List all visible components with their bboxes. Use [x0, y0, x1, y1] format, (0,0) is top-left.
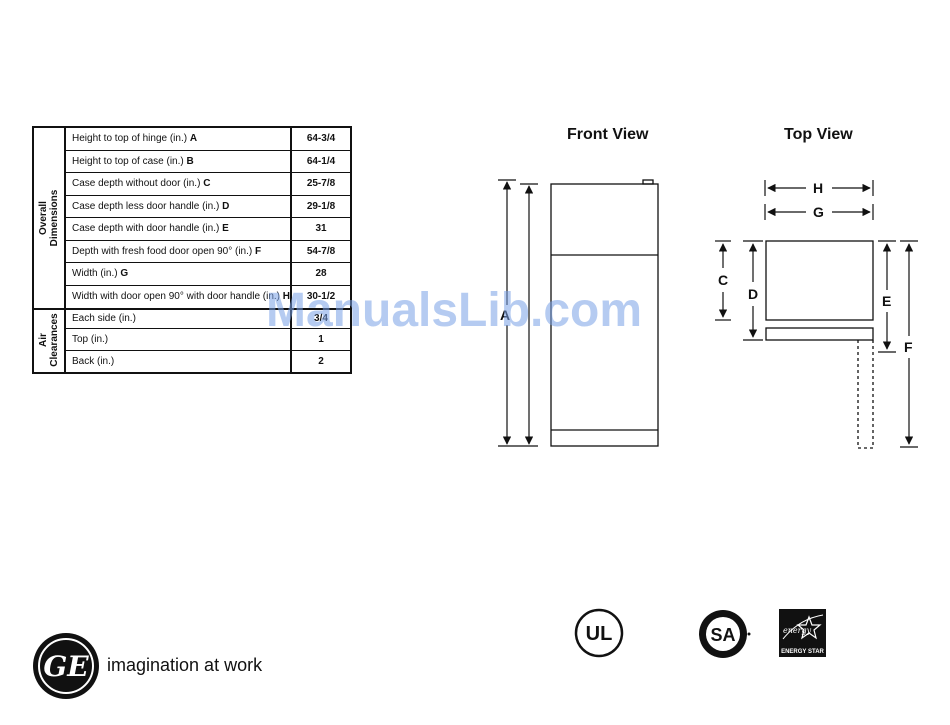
energy-star-icon: energy: [782, 614, 824, 640]
table-row: Each side (in.) 3/4: [66, 308, 350, 330]
top-view-title: Top View: [784, 126, 853, 143]
table-row: Width with door open 90° with door handl…: [66, 285, 350, 308]
dimension-letter-h: H: [813, 180, 823, 196]
csa-certification-icon: SA: [699, 610, 751, 658]
energy-script: energy: [783, 626, 812, 635]
energy-star-logo: energy ENERGY STAR: [779, 609, 826, 657]
watermark: ManualsLib.com: [266, 284, 643, 337]
row-letter: F: [255, 245, 262, 257]
table-row: Height to top of case (in.) B 64-1/4: [66, 150, 350, 173]
row-value: 3/4: [290, 308, 350, 329]
row-letter: A: [189, 133, 198, 144]
row-label: Height to top of hinge (in.): [72, 133, 188, 144]
row-value: 30-1/2: [290, 285, 350, 308]
dimension-letter-c: C: [718, 272, 728, 288]
air-clearances-group: Air Clearances Each side (in.)3/4 Top (i…: [34, 308, 350, 372]
row-letter: C: [203, 178, 211, 189]
table-row: Height to top of hinge (in.) A 64-3/4: [66, 128, 350, 151]
ge-logo-icon: GE: [33, 633, 99, 699]
row-value: 54-7/8: [290, 240, 350, 262]
row-label: Width with door open 90° with door handl…: [72, 290, 281, 302]
row-letter: B: [186, 155, 194, 167]
row-label: Height to top of case (in.): [72, 155, 184, 167]
front-view-title: Front View: [567, 126, 649, 143]
row-letter: G: [120, 268, 129, 279]
ul-certification-icon: UL: [574, 608, 624, 658]
dimension-letter-d: D: [748, 286, 758, 302]
overall-dimensions-group: Overall Dimensions Height to top of hing…: [34, 128, 350, 310]
row-label: Case depth less door handle (in.): [72, 200, 220, 212]
table-row: Case depth without door (in.) C 25-7/8: [66, 173, 350, 196]
dimension-letter-f: F: [904, 339, 913, 355]
table-row: Depth with fresh food door open 90° (in.…: [66, 240, 350, 263]
table-row: Case depth with door handle (in.) E 31: [66, 218, 350, 241]
row-value: 29-1/8: [290, 195, 350, 217]
tagline: imagination at work: [107, 655, 263, 675]
table-row: Width (in.) G 28: [66, 263, 350, 286]
row-label: Each side (in.): [72, 313, 136, 324]
dimensions-table: Overall Dimensions Height to top of hing…: [32, 126, 352, 374]
csa-mark: SA: [710, 625, 735, 645]
row-label: Back (in.): [72, 355, 115, 367]
row-value: 31: [290, 218, 350, 240]
row-label: Case depth with door handle (in.): [72, 223, 220, 234]
row-label: Case depth without door (in.): [72, 178, 201, 189]
row-letter: H: [282, 290, 290, 302]
row-letter: D: [222, 200, 230, 212]
row-value: 25-7/8: [290, 173, 350, 195]
row-letter: E: [222, 223, 229, 234]
row-value: 2: [290, 350, 350, 372]
row-label: Depth with fresh food door open 90° (in.…: [72, 245, 253, 257]
table-row: Back (in.) 2: [66, 350, 350, 372]
table-row: Case depth less door handle (in.) D 29-1/…: [66, 195, 350, 218]
table-row: Top (in.) 1: [66, 329, 350, 351]
row-value: 1: [290, 329, 350, 350]
row-value: 28: [290, 263, 350, 285]
top-view-fridge: [765, 240, 874, 449]
energy-star-label: ENERGY STAR: [781, 649, 824, 655]
row-label: Top (in.): [72, 334, 109, 346]
top-view-dimension-lines: [715, 180, 918, 448]
row-label: Width (in.): [72, 268, 118, 279]
row-value: 64-3/4: [290, 128, 350, 150]
ul-mark: UL: [586, 623, 613, 645]
ge-mark: GE: [43, 650, 89, 683]
dimension-letter-e: E: [882, 293, 891, 309]
front-view-fridge: [550, 179, 659, 447]
dimension-letter-g: G: [813, 204, 824, 220]
row-value: 64-1/4: [290, 150, 350, 172]
dimension-letter-a: A: [500, 307, 510, 323]
